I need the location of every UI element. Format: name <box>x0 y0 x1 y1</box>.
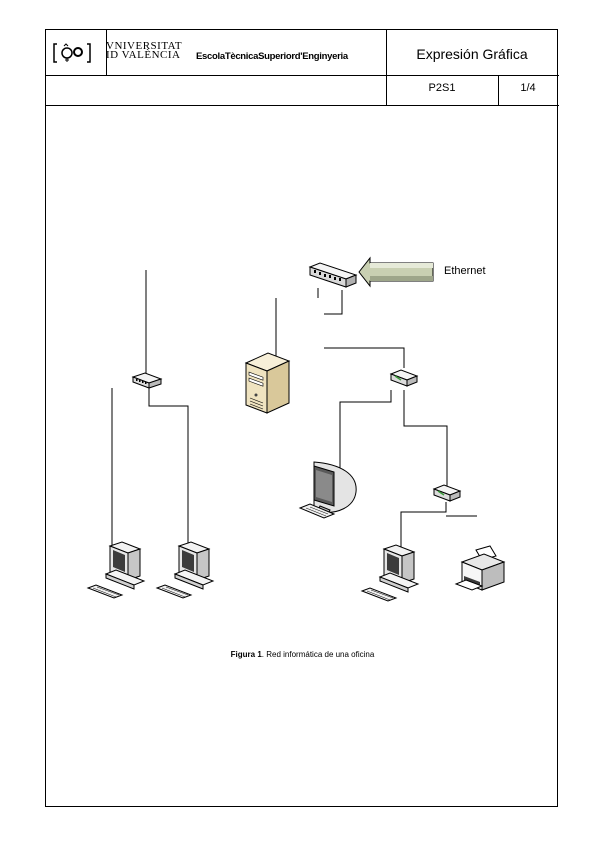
logo-seal-icon <box>51 38 93 68</box>
university-line-2: ID VALÈNCIA <box>106 49 181 61</box>
caption-text: . Red informática de una oficina <box>261 650 375 659</box>
hub-icon <box>432 484 462 502</box>
desktop-computer-icon <box>360 544 420 602</box>
logo-divider <box>106 30 107 75</box>
hub-icon <box>389 369 419 387</box>
caption-label: Figura 1 <box>230 650 262 659</box>
school-name: EscolaTècnicaSuperiord'Enginyeria <box>196 51 348 62</box>
hub-icon <box>131 372 163 389</box>
university-name: VNIVERSITAT ID VALÈNCIA <box>106 40 183 61</box>
document-title: Expresión Gráfica <box>416 46 528 62</box>
figure-caption: Figura 1. Red informática de una oficina <box>46 650 559 659</box>
title-divider <box>386 30 387 105</box>
document-frame: VNIVERSITAT ID VALÈNCIA EscolaTècnicaSup… <box>45 29 559 807</box>
network-cables <box>111 270 477 550</box>
university-line-1: VNIVERSITAT <box>106 40 183 52</box>
printer-icon <box>454 545 506 591</box>
header-divider <box>46 75 559 76</box>
network-diagram <box>86 256 506 602</box>
desktop-computer-icon <box>86 541 146 599</box>
hub-icon <box>308 262 358 288</box>
document-code: P2S1 <box>428 82 456 94</box>
page-divider <box>498 75 499 105</box>
ethernet-label: Ethernet <box>444 265 486 277</box>
header-bottom-line <box>46 105 559 106</box>
page-number: 1/4 <box>520 82 536 94</box>
monitor-icon <box>298 461 357 519</box>
desktop-computer-icon <box>155 541 215 599</box>
arrow-left-icon <box>358 256 434 288</box>
server-icon <box>244 352 291 414</box>
